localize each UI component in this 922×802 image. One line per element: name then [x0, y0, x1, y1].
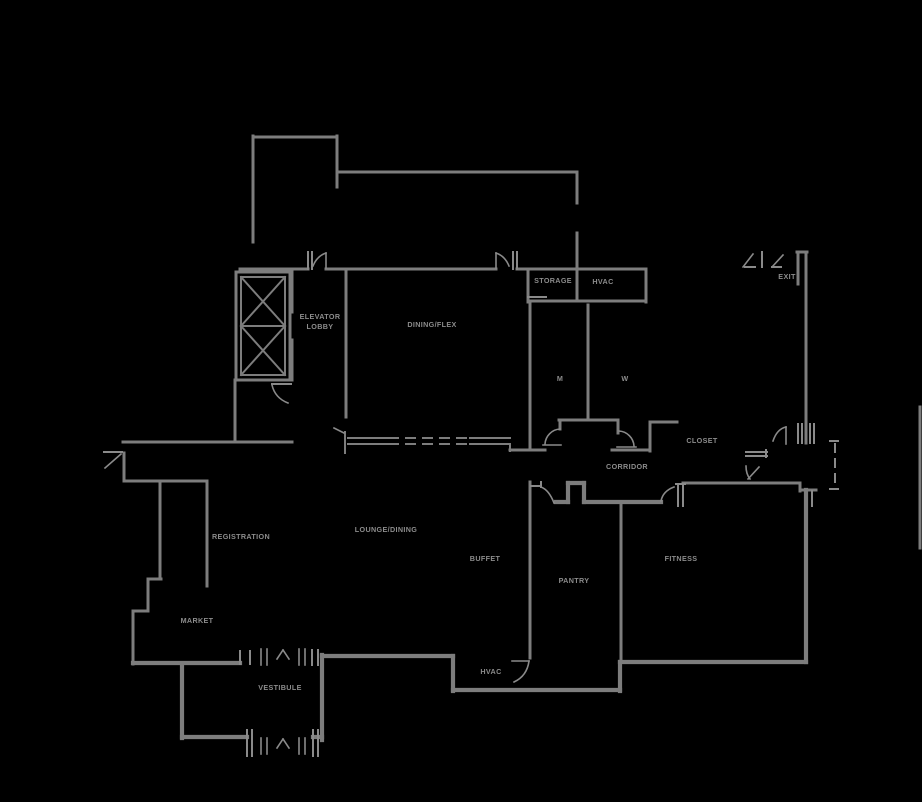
elevator-shaft: [234, 270, 292, 382]
room-label-lounge-dining: LOUNGE/DINING: [354, 524, 418, 534]
room-label-exit: EXIT: [778, 271, 796, 281]
door-swings: [103, 251, 787, 755]
room-label-fitness: FITNESS: [664, 553, 698, 563]
room-label-registration: REGISTRATION: [212, 531, 270, 541]
room-label-hvac-upper: HVAC: [592, 276, 614, 286]
room-label-vestibule: VESTIBULE: [258, 682, 302, 692]
operable-partition: [344, 431, 511, 454]
door-jambs: [103, 251, 839, 757]
room-label-restroom-w: W: [621, 373, 629, 383]
room-label-storage: STORAGE: [534, 275, 572, 285]
room-label-closet: CLOSET: [686, 435, 718, 445]
room-label-hvac-lower: HVAC: [480, 666, 502, 676]
room-label-corridor: CORRIDOR: [606, 461, 648, 471]
walls-heavy: [130, 480, 809, 743]
room-label-buffet: BUFFET: [469, 553, 501, 563]
room-label-restroom-m: M: [556, 373, 564, 383]
room-label-elevator-lobby: ELEVATOR LOBBY: [299, 311, 341, 331]
room-label-dining-flex: DINING/FLEX: [407, 319, 457, 329]
room-label-pantry: PANTRY: [558, 575, 590, 585]
walls: [121, 134, 922, 666]
room-label-market: MARKET: [180, 615, 214, 625]
